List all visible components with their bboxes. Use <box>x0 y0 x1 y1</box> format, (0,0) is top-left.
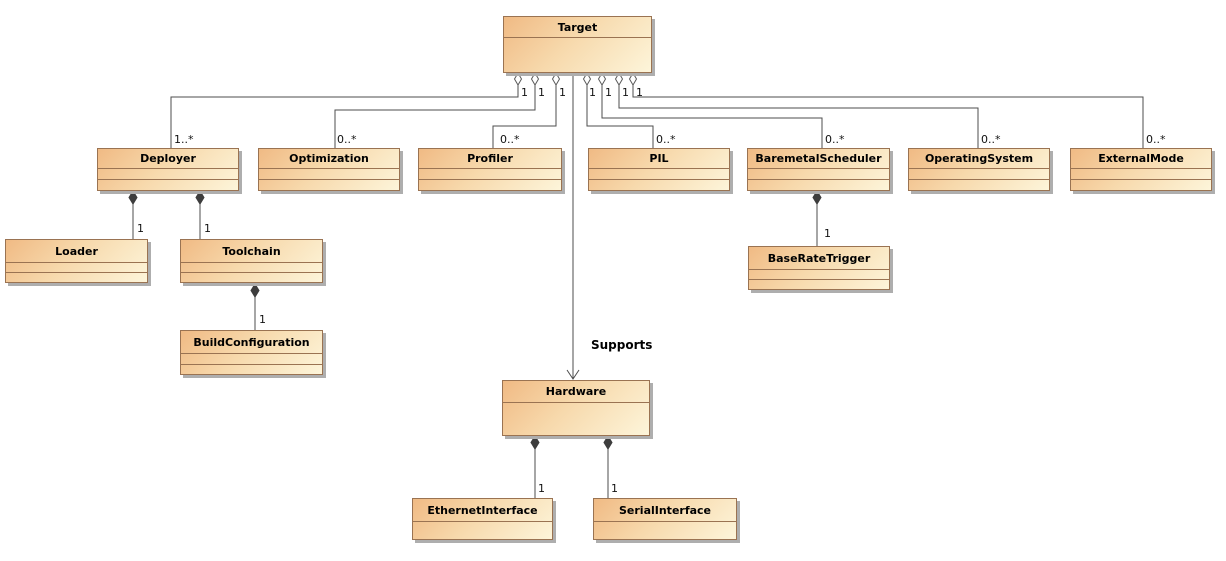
class-name: Profiler <box>467 152 513 165</box>
composition-diamond-icon <box>128 190 138 205</box>
class-Profiler[interactable]: Profiler <box>418 148 562 191</box>
class-compartment <box>413 521 552 539</box>
composition-diamond-icon <box>195 190 205 205</box>
class-Target[interactable]: Target <box>503 16 652 73</box>
aggregation-diamond-icon <box>551 72 561 86</box>
mult-externalmode-end: 0..* <box>1146 133 1166 146</box>
class-compartment <box>181 272 322 282</box>
aggregation-diamond-icon <box>597 72 607 86</box>
class-name: EthernetInterface <box>427 503 538 517</box>
class-Toolchain[interactable]: Toolchain <box>180 239 323 283</box>
mult-buildconfiguration-end: 1 <box>259 313 266 326</box>
class-compartment <box>6 262 147 272</box>
class-BaremetalScheduler[interactable]: BaremetalScheduler <box>747 148 890 191</box>
class-PIL[interactable]: PIL <box>588 148 730 191</box>
mult-toolchain-end: 1 <box>204 222 211 235</box>
mult-baremetalscheduler-end: 0..* <box>825 133 845 146</box>
class-compartment <box>181 363 322 375</box>
class-ExternalMode[interactable]: ExternalMode <box>1070 148 1212 191</box>
aggregation-link-target-profiler <box>492 85 557 148</box>
aggregation-link-target-pil <box>586 85 654 148</box>
composition-diamond-icon <box>250 283 260 298</box>
mult-loader-end: 1 <box>137 222 144 235</box>
class-compartment <box>419 168 561 179</box>
mult-ethernetinterface-end: 1 <box>538 482 545 495</box>
class-name: OperatingSystem <box>924 152 1034 165</box>
class-SerialInterface[interactable]: SerialInterface <box>593 498 737 540</box>
class-name: Deployer <box>140 152 196 165</box>
class-name: PIL <box>649 152 669 165</box>
class-compartment <box>98 168 238 179</box>
mult-deployer-end: 1..* <box>174 133 194 146</box>
class-Hardware[interactable]: Hardware <box>502 380 650 436</box>
aggregation-diamond-icon <box>628 72 638 86</box>
class-compartment <box>503 402 649 435</box>
class-BuildConfiguration[interactable]: BuildConfiguration <box>180 330 323 375</box>
class-compartment <box>909 179 1049 190</box>
association-name-supports: Supports <box>591 338 653 352</box>
class-Deployer[interactable]: Deployer <box>97 148 239 191</box>
class-compartment <box>909 168 1049 179</box>
class-compartment <box>181 262 322 272</box>
aggregation-diamond-icon <box>614 72 624 86</box>
mult-operatingsystem-end: 0..* <box>981 133 1001 146</box>
class-compartment <box>748 168 889 179</box>
aggregation-link-target-externalmode <box>632 85 1144 148</box>
composition-diamond-icon <box>603 435 613 450</box>
class-OperatingSystem[interactable]: OperatingSystem <box>908 148 1050 191</box>
aggregation-link-target-baremetalscheduler <box>601 85 823 148</box>
composition-diamond-icon <box>812 190 822 205</box>
open-arrowhead-icon <box>566 369 580 380</box>
class-compartment <box>98 179 238 190</box>
class-compartment <box>594 521 736 539</box>
class-name: Target <box>557 20 598 34</box>
mult-target-baremetalscheduler: 1 <box>605 86 612 99</box>
mult-baseratetrigger-end: 1 <box>824 227 831 240</box>
class-Loader[interactable]: Loader <box>5 239 148 283</box>
class-name: Loader <box>55 244 98 258</box>
class-compartment <box>1071 168 1211 179</box>
aggregation-link-target-optimization <box>334 85 536 148</box>
mult-optimization-end: 0..* <box>337 133 357 146</box>
class-name: Optimization <box>289 152 369 165</box>
mult-target-profiler: 1 <box>559 86 566 99</box>
class-name: ExternalMode <box>1098 152 1184 165</box>
composition-diamond-icon <box>530 435 540 450</box>
class-BaseRateTrigger[interactable]: BaseRateTrigger <box>748 246 890 290</box>
class-compartment <box>1071 179 1211 190</box>
aggregation-diamond-icon <box>582 72 592 86</box>
mult-pil-end: 0..* <box>656 133 676 146</box>
mult-target-deployer: 1 <box>521 86 528 99</box>
class-compartment <box>589 168 729 179</box>
class-name: Hardware <box>545 385 607 398</box>
class-compartment <box>181 353 322 364</box>
class-compartment <box>749 279 889 289</box>
class-EthernetInterface[interactable]: EthernetInterface <box>412 498 553 540</box>
class-name: Toolchain <box>222 244 281 258</box>
class-compartment <box>504 37 651 72</box>
aggregation-link-target-deployer <box>170 85 519 148</box>
class-compartment <box>259 179 399 190</box>
class-Optimization[interactable]: Optimization <box>258 148 400 191</box>
aggregation-diamond-icon <box>513 72 523 86</box>
aggregation-link-target-operatingsystem <box>618 85 979 148</box>
class-compartment <box>749 269 889 279</box>
class-name: BuildConfiguration <box>193 335 310 349</box>
class-compartment <box>748 179 889 190</box>
mult-target-optimization: 1 <box>538 86 545 99</box>
mult-target-operatingsystem: 1 <box>622 86 629 99</box>
mult-profiler-end: 0..* <box>500 133 520 146</box>
aggregation-diamond-icon <box>530 72 540 86</box>
class-compartment <box>419 179 561 190</box>
mult-target-pil: 1 <box>589 86 596 99</box>
class-compartment <box>259 168 399 179</box>
mult-serialinterface-end: 1 <box>611 482 618 495</box>
class-name: SerialInterface <box>618 503 712 517</box>
class-compartment <box>589 179 729 190</box>
mult-target-externalmode: 1 <box>636 86 643 99</box>
class-compartment <box>6 272 147 282</box>
class-name: BaremetalScheduler <box>755 152 882 165</box>
class-name: BaseRateTrigger <box>767 251 871 265</box>
